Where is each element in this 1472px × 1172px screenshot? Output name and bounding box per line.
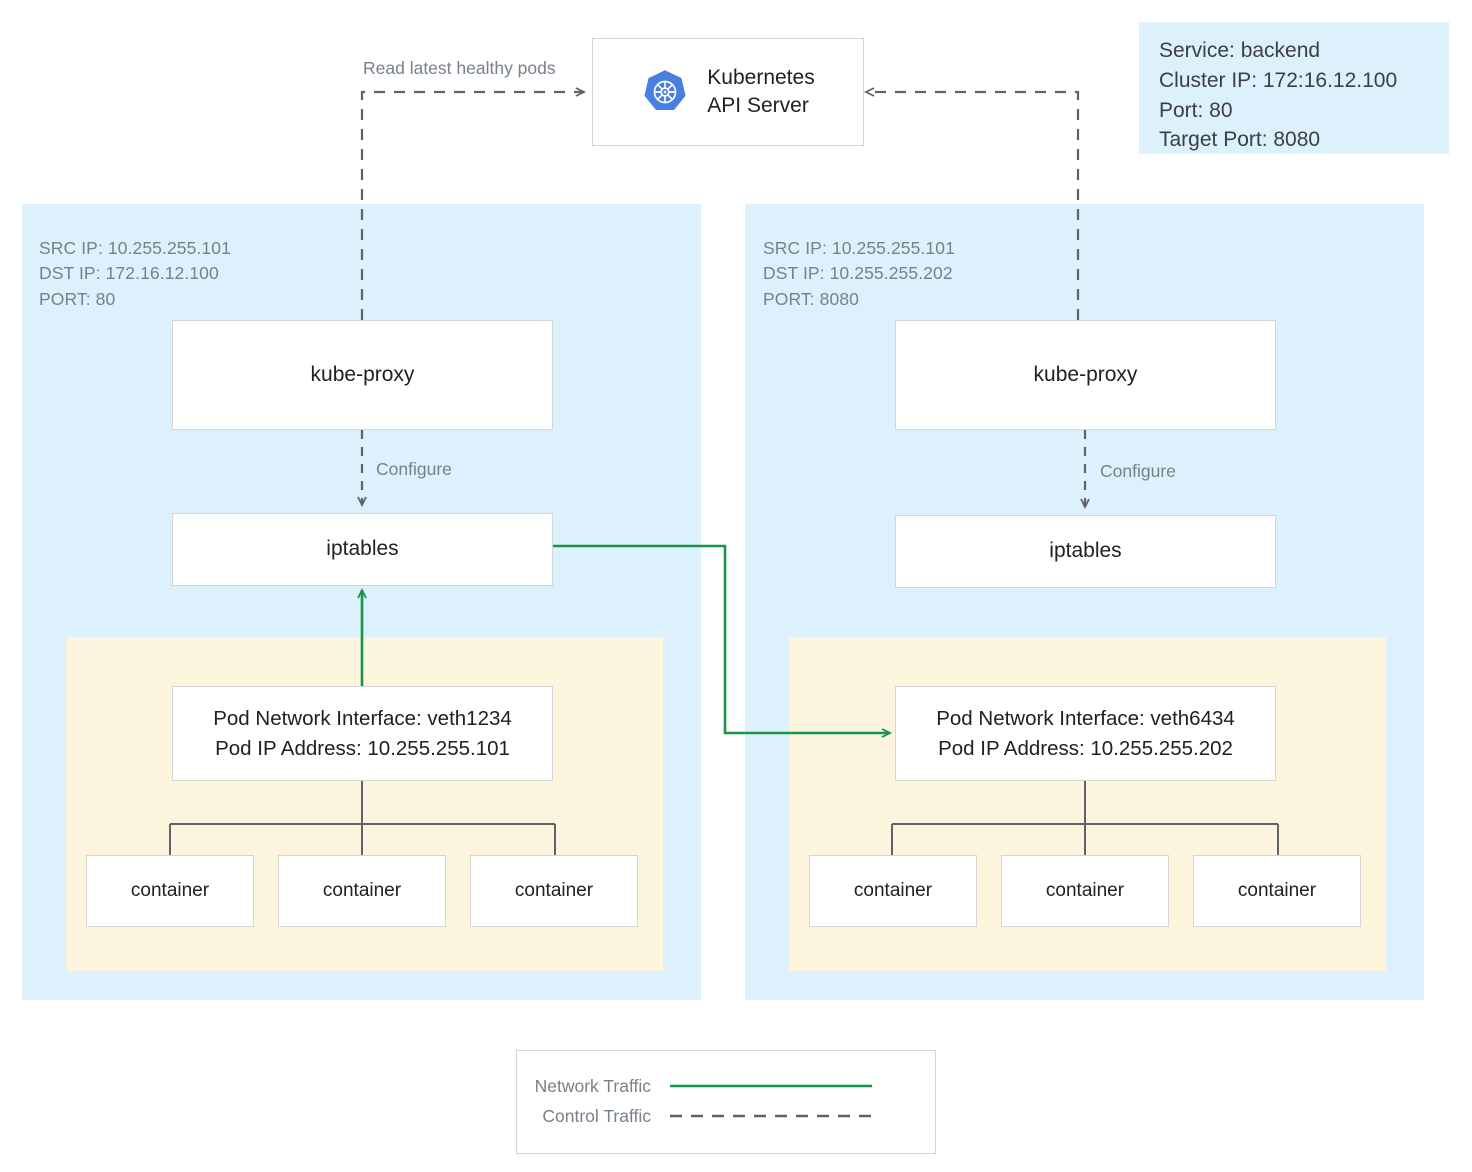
pod-interface-label: Pod Network Interface: veth1234 Pod IP A… xyxy=(213,707,512,760)
node-right-container-1[interactable]: container xyxy=(809,855,977,927)
service-info-box: Service: backend Cluster IP: 172:16.12.1… xyxy=(1139,22,1449,154)
kube-proxy-label: kube-proxy xyxy=(1033,362,1138,386)
container-label: container xyxy=(322,880,402,902)
node-right-pod-interface-box[interactable]: Pod Network Interface: veth6434 Pod IP A… xyxy=(895,686,1276,781)
node-left-container-2[interactable]: container xyxy=(278,855,446,927)
container-label: container xyxy=(853,880,933,902)
node-right-container-3[interactable]: container xyxy=(1193,855,1361,927)
node-left-pod-interface-box[interactable]: Pod Network Interface: veth1234 Pod IP A… xyxy=(172,686,553,781)
legend-swatch-solid-line xyxy=(670,1084,872,1088)
api-server-title: Kubernetes API Server xyxy=(707,66,815,117)
node-left-container-3[interactable]: container xyxy=(470,855,638,927)
pod-interface-label: Pod Network Interface: veth6434 Pod IP A… xyxy=(936,707,1235,760)
node-right-meta: SRC IP: 10.255.255.101 DST IP: 10.255.25… xyxy=(763,238,955,309)
legend-label-control-traffic: Control Traffic xyxy=(542,1105,651,1126)
node-right-iptables-box[interactable]: iptables xyxy=(895,515,1276,588)
node-left-kube-proxy-box[interactable]: kube-proxy xyxy=(172,320,553,430)
iptables-label: iptables xyxy=(326,537,399,561)
legend-box: Network Traffic Control Traffic xyxy=(516,1050,936,1154)
node-right-container-2[interactable]: container xyxy=(1001,855,1169,927)
kubernetes-logo-icon xyxy=(641,68,689,116)
node-left-meta: SRC IP: 10.255.255.101 DST IP: 172.16.12… xyxy=(39,238,231,309)
edge-label-configure-right: Configure xyxy=(1100,461,1176,481)
legend-row-control-traffic: Control Traffic xyxy=(517,1101,935,1131)
container-label: container xyxy=(130,880,210,902)
node-left-iptables-box[interactable]: iptables xyxy=(172,513,553,586)
edge-label-read-latest-healthy-pods: Read latest healthy pods xyxy=(363,58,556,78)
legend-swatch-dashed-line xyxy=(670,1114,872,1118)
kube-proxy-label: kube-proxy xyxy=(310,362,415,386)
container-label: container xyxy=(1045,880,1125,902)
service-info-lines: Service: backend Cluster IP: 172:16.12.1… xyxy=(1159,39,1398,152)
node-right-kube-proxy-box[interactable]: kube-proxy xyxy=(895,320,1276,430)
legend-row-network-traffic: Network Traffic xyxy=(517,1071,935,1101)
container-label: container xyxy=(514,880,594,902)
iptables-label: iptables xyxy=(1049,539,1122,563)
container-label: container xyxy=(1237,880,1317,902)
kubernetes-api-server-box[interactable]: Kubernetes API Server xyxy=(592,38,864,146)
node-left-container-1[interactable]: container xyxy=(86,855,254,927)
legend-label-network-traffic: Network Traffic xyxy=(534,1075,651,1096)
edge-label-configure-left: Configure xyxy=(376,459,452,479)
